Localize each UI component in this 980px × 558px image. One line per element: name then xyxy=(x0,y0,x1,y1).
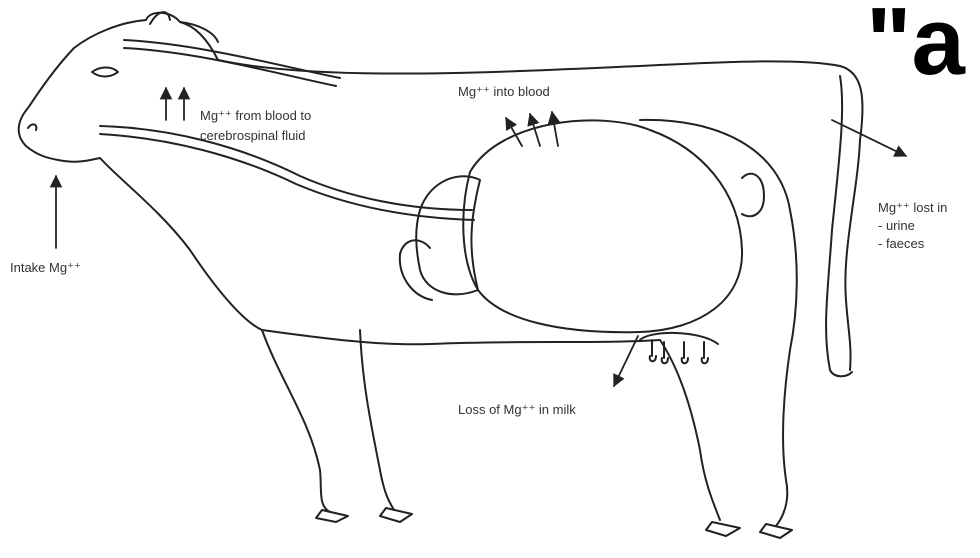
blood-arrow-1 xyxy=(506,118,522,146)
label-lost-in: Mg⁺⁺ lost in xyxy=(878,200,947,215)
flow-arrows xyxy=(56,88,906,386)
label-lost-faeces: - faeces xyxy=(878,236,924,251)
label-lost-urine: - urine xyxy=(878,218,915,233)
label-intake: Intake Mg⁺⁺ xyxy=(10,260,81,275)
urine-faeces-arrow xyxy=(832,120,906,156)
cow-outline xyxy=(19,12,863,538)
label-blood-to-csf-line2: cerebrospinal fluid xyxy=(200,128,306,143)
label-loss-milk: Loss of Mg⁺⁺ in milk xyxy=(458,402,576,417)
label-into-blood: Mg⁺⁺ into blood xyxy=(458,84,550,99)
header-fragment: "a xyxy=(866,0,965,90)
milk-arrow xyxy=(614,336,638,386)
blood-arrow-3 xyxy=(552,112,558,146)
udder xyxy=(640,333,718,363)
spinal-canal xyxy=(124,40,340,86)
label-blood-to-csf-line1: Mg⁺⁺ from blood to xyxy=(200,108,311,123)
organs xyxy=(400,120,764,332)
